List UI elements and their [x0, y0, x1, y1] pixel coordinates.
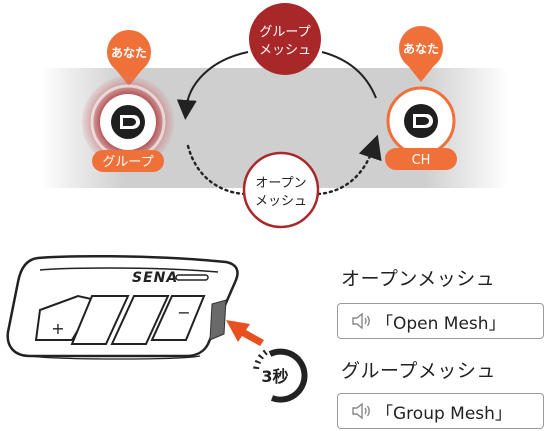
device-minus-label: − [177, 303, 190, 322]
speaker-icon [352, 402, 370, 420]
device-plus-label: + [51, 319, 64, 338]
device-brand: SENA [132, 270, 178, 286]
bottom-bubble-line1: オープン [255, 176, 306, 191]
group-mesh-title: グループメッシュ [341, 360, 496, 382]
dotted-arrow-left [186, 144, 246, 196]
right-badge-text: あなた [403, 42, 439, 56]
bottom-bubble-line2: メッシュ [255, 194, 307, 209]
group-mesh-bubble: グループ メッシュ [249, 3, 321, 75]
dotted-arrow-right [316, 134, 382, 196]
group-mesh-prompt-box: 「Group Mesh」 [337, 393, 544, 429]
speaker-icon [352, 312, 370, 330]
right-you-badge: あなた [399, 26, 443, 82]
left-pill-label: グループ [102, 155, 153, 170]
press-arrow [226, 320, 264, 346]
top-bubble-line2: メッシュ [259, 43, 311, 58]
left-user-node: グループ [82, 76, 174, 172]
sena-device: SENA + − [6, 254, 239, 360]
arrow-to-left [176, 51, 249, 120]
helmet-icon [111, 105, 145, 139]
timer-label: 3秒 [261, 367, 288, 386]
open-mesh-prompt-box: 「Open Mesh」 [337, 303, 544, 339]
left-badge-text: あなた [111, 46, 147, 60]
open-mesh-prompt: 「Open Mesh」 [376, 313, 506, 334]
right-pill-label: CH [412, 153, 431, 168]
open-mesh-title: オープンメッシュ [341, 268, 496, 290]
group-mesh-prompt: 「Group Mesh」 [376, 403, 512, 424]
left-you-badge: あなた [107, 30, 151, 86]
arrow-to-right-solid [321, 51, 377, 99]
open-mesh-bubble: オープン メッシュ [242, 151, 320, 229]
helmet-icon [404, 104, 438, 138]
timer-3sec: 3秒 [253, 348, 308, 403]
right-user-node: CH [385, 86, 457, 170]
top-bubble-line1: グループ [259, 25, 310, 40]
side-button [209, 299, 227, 341]
